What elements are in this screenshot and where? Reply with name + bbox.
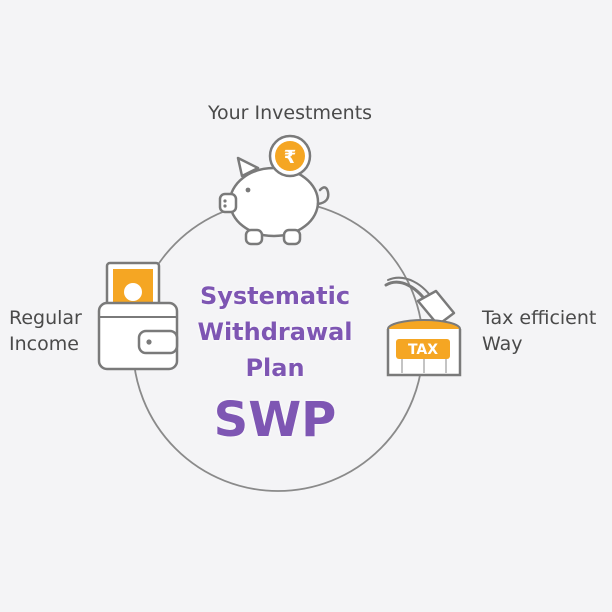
piggy-bank-icon: ₹: [218, 134, 330, 246]
plan-abbreviation: SWP: [213, 392, 337, 448]
plan-title-line2: Withdrawal: [197, 318, 353, 346]
tax-axe-icon: TAX: [384, 276, 462, 377]
wallet-icon: [97, 261, 179, 371]
tax-tag: TAX: [408, 342, 438, 358]
plan-title-line3: Plan: [245, 354, 305, 382]
label-your-investments: Your Investments: [207, 102, 373, 124]
label-tax-efficient-line1: Tax efficient: [482, 307, 597, 329]
plan-title-line1: Systematic: [199, 282, 351, 310]
label-regular-income-line1: Regular: [9, 307, 82, 329]
rupee-symbol: ₹: [284, 147, 297, 168]
label-tax-efficient-line2: Way: [482, 333, 523, 355]
label-regular-income-line2: Income: [9, 333, 79, 355]
label-regular-income: Regular Income: [9, 305, 99, 357]
label-tax-efficient-way: Tax efficient Way: [482, 305, 612, 357]
plan-title: Systematic Withdrawal Plan: [175, 278, 375, 386]
